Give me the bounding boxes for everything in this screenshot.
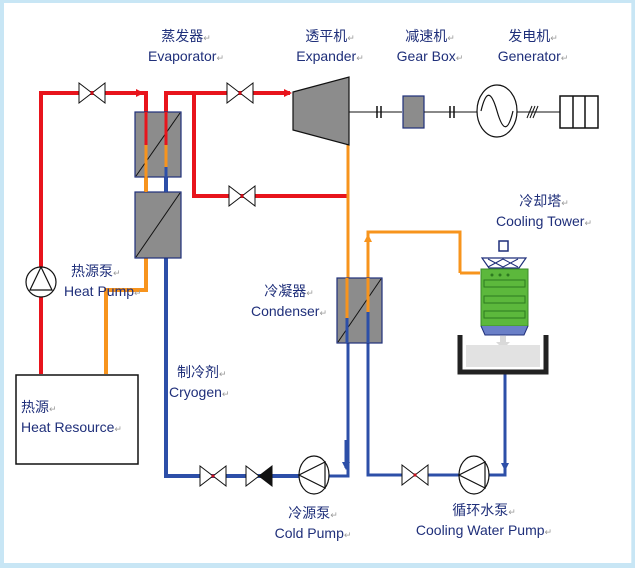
paragraph-mark: ↵	[550, 34, 558, 44]
label-heat-resource-zh: 热源↵	[21, 400, 57, 416]
label-heat-resource: 热源↵ Heat Resource↵	[21, 400, 122, 438]
label-cooling-tower-zh: 冷却塔↵	[519, 194, 569, 210]
label-expander-zh: 透平机↵	[305, 29, 355, 45]
fan-motor-icon	[498, 240, 509, 252]
pipe-hot-supply	[39, 91, 143, 374]
cold-pump[interactable]	[297, 455, 330, 495]
condenser[interactable]	[336, 277, 383, 344]
paragraph-mark: ↵	[455, 53, 464, 63]
label-expander-en: Expander↵	[296, 48, 364, 64]
label-cooling-water-pump-en: Cooling Water Pump↵	[415, 522, 553, 538]
paragraph-mark: ↵	[114, 424, 122, 434]
paragraph-mark: ↵	[330, 511, 338, 521]
label-generator: 发电机↵ Generator↵	[488, 29, 578, 67]
label-cold-pump-en: Cold Pump↵	[274, 525, 352, 541]
paragraph-mark: ↵	[306, 289, 314, 299]
label-heat-pump: 热源泵↵ Heat Pump↵	[64, 264, 142, 302]
paragraph-mark: ↵	[347, 34, 355, 44]
label-heat-pump-en: Heat Pump↵	[64, 283, 142, 299]
paragraph-mark: ↵	[584, 218, 592, 228]
label-generator-en: Generator↵	[497, 48, 569, 64]
label-condenser-en: Condenser↵	[250, 303, 328, 319]
label-heat-pump-zh: 热源泵↵	[71, 264, 121, 280]
label-evaporator-en: Evaporator↵	[147, 48, 225, 64]
paragraph-mark: ↵	[508, 508, 516, 518]
paragraph-mark: ↵	[447, 34, 455, 44]
label-expander: 透平机↵ Expander↵	[290, 29, 370, 67]
heat-pump-icon[interactable]	[25, 266, 57, 298]
label-cooling-tower-en: Cooling Tower↵	[495, 213, 592, 229]
paragraph-mark: ↵	[219, 370, 227, 380]
cooling-tower[interactable]	[457, 240, 549, 375]
cooling-water-loop	[364, 230, 509, 477]
valve-bypass-icon[interactable]	[228, 184, 256, 208]
paragraph-mark: ↵	[113, 269, 121, 279]
label-evaporator: 蒸发器↵ Evaporator↵	[136, 29, 236, 67]
paragraph-mark: ↵	[221, 389, 230, 399]
label-gear-box: 减速机↵ Gear Box↵	[390, 29, 470, 67]
label-generator-zh: 发电机↵	[508, 29, 558, 45]
valve-cryogen-1-icon[interactable]	[199, 464, 227, 488]
label-gear-box-en: Gear Box↵	[396, 48, 464, 64]
paragraph-mark: ↵	[356, 53, 364, 63]
label-cold-pump-zh: 冷源泵↵	[288, 506, 338, 522]
generator-icon[interactable]	[476, 84, 518, 138]
heat-resource-box[interactable]	[15, 374, 139, 465]
paragraph-mark: ↵	[216, 53, 225, 63]
label-cryogen-en: Cryogen↵	[169, 384, 230, 400]
label-gear-box-zh: 减速机↵	[405, 29, 455, 45]
paragraph-mark: ↵	[49, 405, 57, 415]
paragraph-mark: ↵	[544, 527, 553, 537]
label-cold-pump: 冷源泵↵ Cold Pump↵	[268, 506, 358, 544]
label-cryogen: 制冷剂↵ Cryogen↵	[169, 365, 229, 403]
pipe-condenser-outlet	[327, 320, 350, 478]
drive-train	[349, 84, 599, 138]
label-condenser: 冷凝器↵ Condenser↵	[244, 284, 334, 322]
check-valve-cryogen-icon[interactable]	[245, 464, 273, 488]
pipe-cooling-hot-return	[366, 230, 462, 273]
valve-cooling-water-icon[interactable]	[401, 463, 429, 487]
label-evaporator-zh: 蒸发器↵	[161, 29, 211, 45]
evaporator[interactable]	[134, 111, 182, 259]
paragraph-mark: ↵	[561, 199, 569, 209]
paragraph-mark: ↵	[560, 53, 569, 63]
label-heat-resource-en: Heat Resource↵	[21, 419, 122, 435]
pipe-liquid-cryogen	[164, 168, 300, 478]
pipe-bypass	[192, 93, 348, 198]
valve-expander-inlet-icon[interactable]	[226, 81, 254, 105]
pipe-basin-outlet	[487, 372, 507, 477]
heat-source-loop	[39, 89, 148, 374]
expander-turbine[interactable]	[292, 76, 350, 146]
paragraph-mark: ↵	[203, 34, 211, 44]
valves	[78, 81, 429, 488]
label-cooling-water-pump-zh: 循环水泵↵	[452, 503, 516, 519]
grid-load-icon[interactable]	[559, 95, 599, 129]
label-cryogen-zh: 制冷剂↵	[177, 365, 227, 381]
cooling-water-pump[interactable]	[457, 455, 490, 495]
paragraph-mark: ↵	[134, 288, 142, 298]
label-cooling-water-pump: 循环水泵↵ Cooling Water Pump↵	[404, 503, 564, 541]
label-cooling-tower: 冷却塔↵ Cooling Tower↵	[484, 194, 604, 232]
paragraph-mark: ↵	[319, 308, 328, 318]
pipe-cooling-cold	[366, 320, 460, 477]
heat-pump[interactable]	[25, 265, 57, 298]
label-condenser-zh: 冷凝器↵	[264, 284, 314, 300]
cooling-basin	[457, 335, 549, 375]
paragraph-mark: ↵	[343, 530, 352, 540]
valve-heat-inlet-icon[interactable]	[78, 81, 106, 105]
gear-box-icon[interactable]	[402, 95, 425, 129]
